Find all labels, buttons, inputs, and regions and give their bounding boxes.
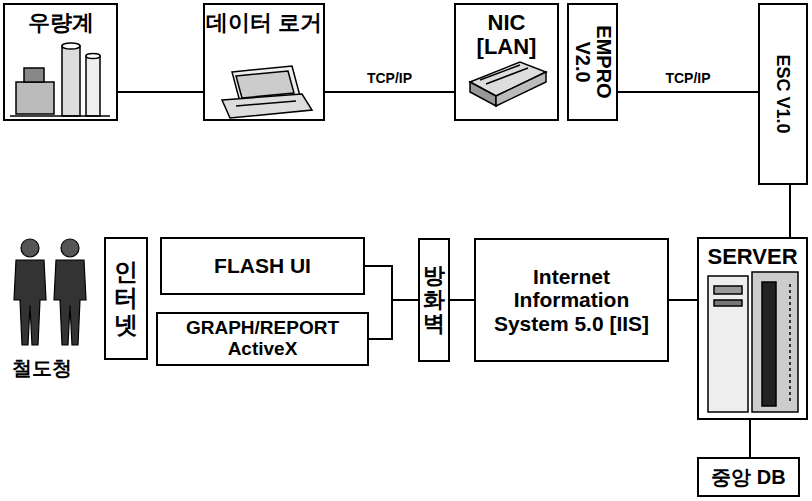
connector-line — [669, 299, 697, 301]
server-figure — [708, 272, 798, 412]
system-box: EMPRO V2.0 — [567, 3, 618, 121]
system-box: Internet Information System 5.0 [IIS] — [474, 238, 669, 362]
connector-line — [325, 91, 454, 93]
box-label: 데이터 로거 — [206, 11, 322, 35]
box-label: 방화벽 — [423, 264, 445, 337]
connector-line — [789, 185, 791, 237]
box-label: Internet Information System 5.0 [IIS] — [476, 265, 667, 334]
protocol-label: TCP/IP — [365, 70, 414, 86]
box-label: NIC [LAN] — [456, 11, 557, 59]
rain-gauge-figure — [10, 43, 110, 116]
box-label: 우량계 — [28, 11, 94, 35]
box-label: ESC V1.0 — [774, 11, 793, 177]
data-logger-figure — [222, 66, 312, 118]
system-box: GRAPH/REPORT ActiveX — [156, 312, 369, 366]
box-label: EMPRO V2.0 — [572, 11, 614, 113]
system-box: 중앙 DB — [697, 457, 800, 497]
people-figure — [14, 239, 86, 345]
system-box: 인터넷 — [104, 237, 148, 360]
system-box: 우량계 — [3, 3, 118, 121]
connector-line — [749, 420, 751, 457]
connector-line — [618, 91, 758, 93]
connector-line — [365, 266, 418, 300]
box-label: 인터넷 — [114, 259, 138, 338]
box-label: 중앙 DB — [711, 466, 785, 488]
system-box: FLASH UI — [160, 237, 365, 295]
connector-line — [369, 300, 418, 339]
protocol-label: TCP/IP — [663, 70, 712, 86]
system-box: NIC [LAN] — [454, 3, 559, 121]
system-box: 방화벽 — [418, 238, 450, 362]
box-label: GRAPH/REPORT ActiveX — [158, 318, 367, 360]
connector-line — [450, 299, 474, 301]
system-box: SERVER — [697, 237, 808, 420]
system-box: 데이터 로거 — [203, 3, 325, 121]
organization-label: 철도청 — [12, 355, 72, 382]
network-switch-figure — [470, 62, 546, 106]
box-label: FLASH UI — [214, 254, 311, 277]
system-box: ESC V1.0 — [758, 3, 808, 185]
connector-line — [118, 91, 203, 93]
box-label: SERVER — [707, 245, 797, 269]
